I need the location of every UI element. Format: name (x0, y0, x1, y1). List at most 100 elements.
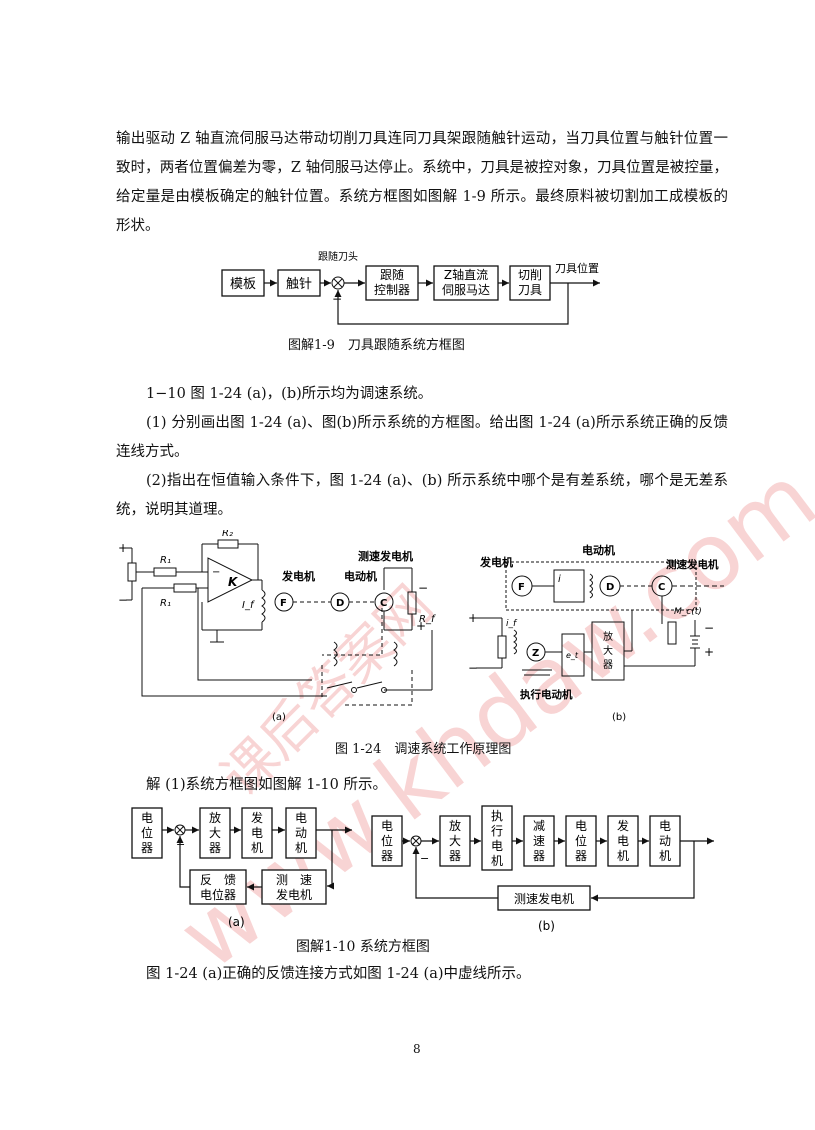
fig19-label-tool-tip: 跟随刀头 (318, 250, 358, 263)
fig124a-R1a: R₁ (160, 555, 171, 566)
fig124a-Rf: R_f (419, 614, 436, 625)
fig124b-et: e_t (566, 651, 579, 660)
svg-text:切削: 切削 (518, 268, 542, 282)
fig124b-exec-label: 执行电动机 (520, 688, 573, 701)
fig124a-F: F (280, 598, 287, 609)
fig110b-feedback: 测速发电机 (514, 891, 574, 906)
svg-text:大: 大 (209, 826, 221, 840)
fig124a-K: K (228, 575, 239, 589)
svg-text:−: − (418, 581, 428, 595)
svg-text:−: − (704, 621, 714, 635)
fig124b-F: F (518, 582, 525, 593)
svg-text:电: 电 (251, 826, 263, 840)
question-part-2: (2)指出在恒值输入条件下，图 1-24 (a)、(b) 所示系统中哪个是有差系… (116, 473, 728, 518)
svg-text:大: 大 (449, 834, 461, 848)
svg-text:器: 器 (603, 659, 613, 671)
figure-1-9-caption: 图解1-9 刀具跟随系统方框图 (288, 338, 465, 353)
figure-1-10a-block-diagram: 电 位 器 − 放 大 器 发 电 机 电 动 机 测 速 发电机 反 馈 电位… (131, 807, 352, 929)
svg-text:器: 器 (575, 849, 587, 863)
fig124b-sub: (b) (612, 712, 626, 723)
svg-text:减: 减 (533, 819, 545, 833)
svg-text:行: 行 (491, 824, 503, 838)
fig124a-C: C (380, 598, 387, 609)
svg-text:动: 动 (659, 834, 671, 848)
fig19-output-label: 刀具位置 (555, 261, 599, 275)
svg-text:测 速: 测 速 (276, 873, 312, 887)
figure-1-10b-block-diagram: 电 位 器 − 放 大 器 执 行 电 机 减 速 器 电 位 器 发 电 机 … (371, 805, 714, 933)
svg-text:机: 机 (251, 841, 263, 855)
svg-text:+: + (416, 619, 426, 633)
fig124a-gen-label: 发电机 (281, 569, 315, 583)
fig19-block-template: 模板 (230, 277, 256, 292)
figure-1-24-caption: 图 1-24 调速系统工作原理图 (335, 742, 512, 757)
fig110b-sub: (b) (538, 919, 555, 933)
fig124b-gen-label: 发电机 (479, 555, 513, 569)
svg-text:电: 电 (617, 834, 629, 848)
figure-1-9-block-diagram: 模板 触针 跟随刀头 − 跟随 控制器 Z轴直流 伺服马达 切削 刀具 刀具位置 (221, 250, 600, 325)
svg-text:放: 放 (603, 630, 613, 643)
fig124b-minus: − (468, 661, 478, 675)
svg-text:电位器: 电位器 (200, 887, 236, 902)
question-title: 1−10 图 1-24 (a)，(b)所示均为调速系统。 (146, 386, 433, 402)
svg-text:电: 电 (575, 819, 587, 833)
svg-text:执: 执 (491, 809, 503, 823)
fig124a-plus: + (118, 541, 128, 555)
fig124b-Z: Z (532, 648, 539, 659)
svg-text:控制器: 控制器 (374, 283, 410, 297)
svg-text:反 馈: 反 馈 (200, 873, 236, 887)
svg-text:发: 发 (617, 818, 629, 833)
fig124a-motor-label: 电动机 (344, 569, 377, 583)
fig124b-motor-label: 电动机 (582, 543, 615, 557)
fig124b-if: i_f (506, 619, 518, 629)
svg-text:+: + (704, 645, 714, 659)
svg-text:器: 器 (209, 841, 221, 855)
fig124a-minus: − (118, 593, 128, 607)
svg-text:动: 动 (295, 826, 307, 840)
svg-text:器: 器 (381, 849, 393, 863)
paragraph-intro: 输出驱动 Z 轴直流伺服马达带动切削刀具连同刀具架跟随触针运动，当刀具位置与触针… (116, 131, 728, 234)
svg-text:发电机: 发电机 (276, 887, 312, 902)
svg-text:跟随: 跟随 (380, 267, 404, 282)
fig110b-minus: − (420, 852, 429, 865)
svg-text:位: 位 (141, 825, 153, 840)
answer-part-1: 解 (1)系统方框图如图解 1-10 所示。 (146, 777, 387, 793)
svg-text:位: 位 (575, 833, 587, 848)
fig124a-sub: (a) (272, 712, 286, 723)
svg-text:机: 机 (617, 849, 629, 863)
fig110a-sub: (a) (228, 915, 245, 929)
fig110a-minus: − (176, 838, 185, 851)
svg-text:放: 放 (449, 818, 461, 833)
svg-text:机: 机 (295, 841, 307, 855)
fig124a-R2: R₂ (222, 530, 233, 539)
fig124b-C: C (658, 582, 665, 593)
fig124a-If: I_f (242, 600, 255, 611)
fig124b-plus: + (468, 611, 478, 625)
svg-text:电: 电 (381, 819, 393, 833)
fig19-block-stylus: 触针 (286, 277, 312, 292)
svg-text:电: 电 (295, 811, 307, 825)
page-number: 8 (413, 1042, 421, 1056)
svg-text:刀具: 刀具 (518, 283, 542, 297)
svg-text:机: 机 (491, 854, 503, 868)
svg-text:大: 大 (603, 644, 613, 657)
svg-text:伺服马达: 伺服马达 (442, 283, 490, 297)
svg-text:位: 位 (381, 833, 393, 848)
svg-text:器: 器 (533, 849, 545, 863)
svg-text:速: 速 (533, 834, 545, 848)
figure-1-24a-circuit: + − R₁ R₁ − K R₂ I_f 发电机 F 电动机 D 测速发电机 C… (118, 530, 436, 723)
fig124b-D: D (606, 582, 614, 593)
svg-text:放: 放 (209, 810, 221, 825)
svg-text:器: 器 (141, 841, 153, 855)
svg-text:Z轴直流: Z轴直流 (444, 267, 488, 282)
svg-text:电: 电 (141, 811, 153, 825)
fig124b-tacho-label: 测速发电机 (666, 558, 719, 571)
svg-text:电: 电 (491, 839, 503, 853)
svg-text:发: 发 (251, 810, 263, 825)
figure-1-10-caption: 图解1-10 系统方框图 (296, 939, 430, 955)
svg-text:−: − (212, 567, 220, 578)
svg-text:电: 电 (659, 819, 671, 833)
fig124b-Mc: M_c(t) (674, 607, 702, 617)
fig124a-tacho-label: 测速发电机 (358, 549, 413, 563)
figure-1-24b-circuit: 发电机 电动机 测速发电机 F i D C M_c(t) − + + − i_f… (468, 543, 724, 723)
fig19-minus: − (332, 292, 342, 306)
